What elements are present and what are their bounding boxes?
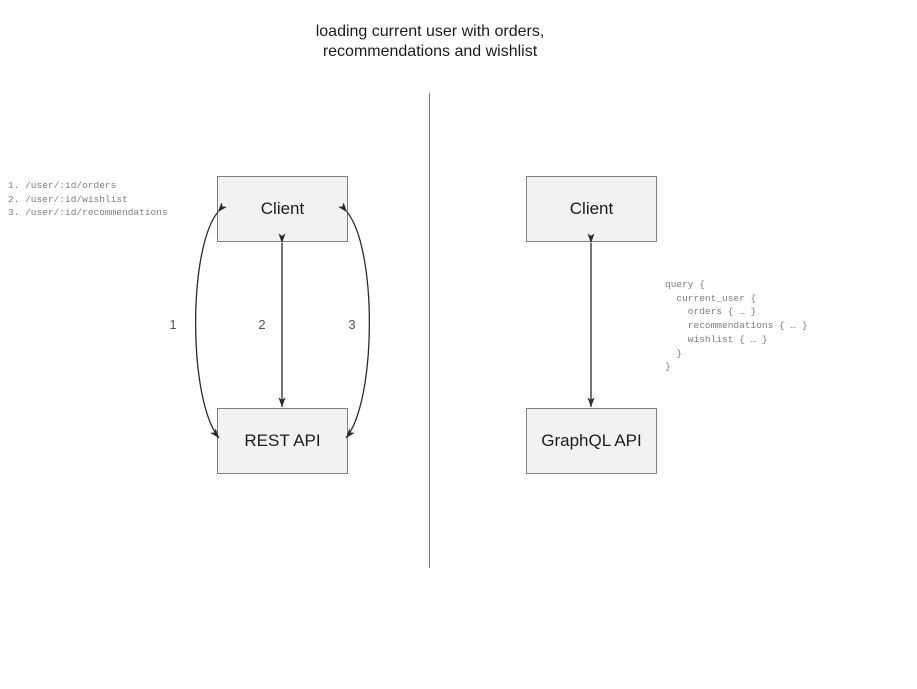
- node-client-rest-label: Client: [260, 199, 305, 218]
- node-graphql-api: GraphQL API: [526, 408, 657, 474]
- node-client-rest: Client: [217, 176, 348, 242]
- node-client-graphql-label: Client: [569, 199, 614, 218]
- node-graphql-api-label: GraphQL API: [541, 431, 642, 450]
- diagram-title: loading current user with orders, recomm…: [315, 23, 545, 60]
- node-rest-api: REST API: [217, 408, 348, 474]
- arrow-label-2: 2: [258, 317, 266, 332]
- node-rest-api-label: REST API: [244, 431, 321, 450]
- graphql-query-block: query { current_user { orders { … } reco…: [665, 279, 808, 373]
- vertical-divider: [429, 93, 430, 568]
- arrow-label-3: 3: [348, 317, 356, 332]
- arrow-label-1: 1: [169, 317, 177, 332]
- node-client-graphql: Client: [526, 176, 657, 242]
- arrow-rest-1: [194, 202, 227, 439]
- rest-endpoint-list: 1. /user/:id/orders 2. /user/:id/wishlis…: [8, 180, 168, 219]
